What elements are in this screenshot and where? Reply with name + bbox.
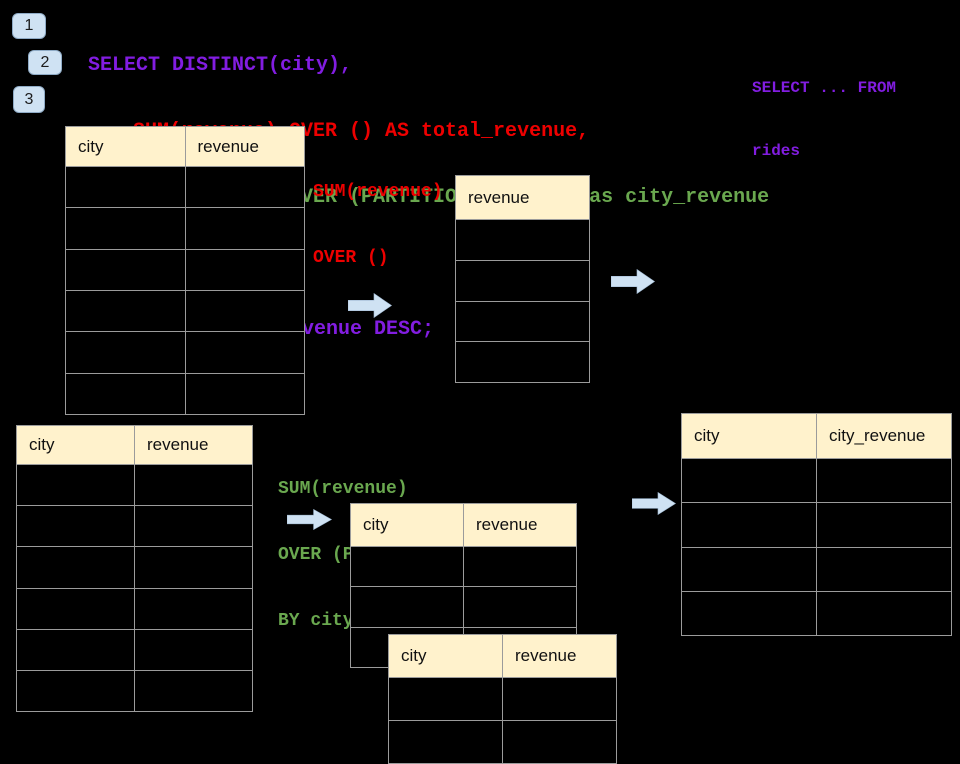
table-row [351,547,576,587]
table-row [456,300,589,342]
table-row [456,341,589,382]
city-revenue-result-table: city city_revenue [681,413,952,636]
table-row [66,167,304,208]
table-row [17,546,252,588]
total-revenue-result-table: revenue [455,175,590,383]
side-note-select-from-rides: SELECT ... FROM rides [752,36,896,183]
side-note-line: SELECT ... FROM [752,79,897,97]
badge-number: 2 [40,53,50,71]
table-row [66,207,304,249]
column-header-city-revenue: city_revenue [816,414,951,458]
partitioned-rides-table-overlap: city revenue [388,634,617,764]
table-row [17,628,252,670]
table-row [17,465,252,506]
table-header-row: revenue [456,176,589,220]
source-rides-table-bottom: city revenue [16,425,253,712]
callout-badge-2: 2 [28,50,62,75]
arrow-right-icon [632,492,676,515]
table-row [66,248,304,290]
table-row [17,587,252,629]
table-header-row: city revenue [351,504,576,547]
annotation-total-revenue: SUM(revenue) OVER () [313,137,443,291]
callout-badge-3: 3 [13,86,45,113]
column-header-city: city [694,426,720,445]
table-row [456,259,589,301]
column-header-revenue: revenue [134,426,252,464]
arrow-right-icon [611,269,655,294]
column-header-revenue: revenue [502,635,616,677]
table-row [682,502,951,547]
column-header-city: city [29,435,55,454]
table-row [351,586,576,627]
callout-badge-1: 1 [12,13,46,39]
table-header-row: city city_revenue [682,414,951,459]
arrow-right-icon [348,293,392,318]
column-header-revenue: revenue [463,504,576,546]
column-header-revenue: revenue [184,127,305,166]
table-row [66,331,304,373]
table-header-row: city revenue [66,127,304,167]
table-row [17,669,252,712]
badge-number: 3 [24,90,34,108]
table-row [682,590,951,635]
table-row [17,505,252,547]
badge-number: 1 [24,17,34,34]
source-rides-table-top: city revenue [65,126,305,415]
table-row [66,289,304,332]
table-row [682,459,951,503]
column-header-city: city [401,646,427,665]
column-header-city: city [78,136,104,156]
arrow-right-icon [287,509,332,530]
table-row [682,546,951,591]
column-header-city: city [363,515,389,534]
column-header-revenue: revenue [468,187,530,207]
table-header-row: city revenue [17,426,252,465]
annotation-line: SUM(revenue) [313,182,443,202]
table-row [456,220,589,260]
annotation-line: SUM(revenue) [278,479,408,499]
sql-line-select: SELECT DISTINCT(city), [88,54,353,77]
annotation-line: OVER () [313,248,389,268]
table-header-row: city revenue [389,635,616,678]
table-row [389,720,616,763]
side-note-line: rides [752,142,801,160]
table-row [66,372,304,414]
table-row [389,678,616,720]
